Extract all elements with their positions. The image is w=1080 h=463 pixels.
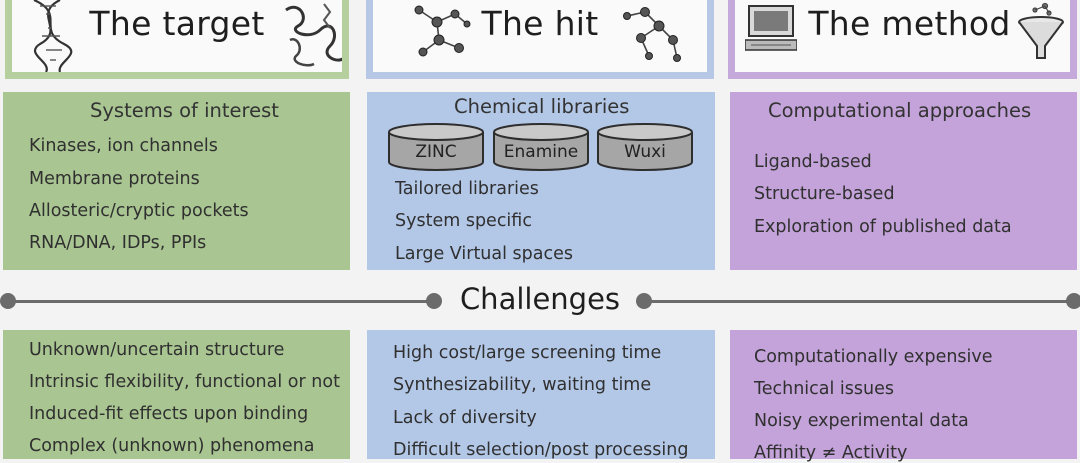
panel-method-challenges: Computationally expensive Technical issu… — [730, 330, 1077, 463]
list-item: Unknown/uncertain structure — [29, 340, 285, 360]
list-item: Structure-based — [754, 184, 895, 204]
header-target-title: The target — [89, 4, 265, 43]
panel-computational-approaches: Computational approaches Ligand-based St… — [730, 92, 1077, 270]
list-item: Complex (unknown) phenomena — [29, 436, 315, 456]
list-item: High cost/large screening time — [393, 343, 662, 363]
divider-dot-right — [1066, 293, 1080, 309]
database-cylinder-icon — [597, 123, 693, 171]
divider-line-left — [8, 300, 434, 303]
divider-dot-center-left — [426, 293, 442, 309]
panel-title: Systems of interest — [90, 99, 279, 122]
list-item: Difficult selection/post processing — [393, 440, 689, 460]
dna-icon — [33, 0, 73, 72]
library-label-wuxi: Wuxi — [624, 142, 666, 162]
header-hit: The hit — [366, 0, 714, 79]
challenges-heading: Challenges — [459, 282, 621, 316]
list-item: Affinity ≠ Activity — [754, 443, 908, 463]
list-item: Technical issues — [754, 379, 894, 399]
database-cylinder-icon — [388, 123, 484, 171]
list-item: Lack of diversity — [393, 408, 537, 428]
panel-title: Computational approaches — [768, 99, 1032, 122]
molecule-icon — [414, 5, 471, 57]
list-item: Kinases, ion channels — [29, 136, 218, 156]
list-item: Membrane proteins — [29, 169, 200, 189]
library-label-zinc: ZINC — [415, 142, 457, 162]
list-item: Intrinsic flexibility, functional or not — [29, 372, 340, 392]
list-item: Allosteric/cryptic pockets — [29, 201, 249, 221]
panel-systems-of-interest: Systems of interest Kinases, ion channel… — [3, 92, 350, 270]
header-hit-title: The hit — [481, 4, 599, 43]
panel-chemical-libraries: Chemical libraries ZINC Enamine Wuxi Tai… — [367, 92, 715, 270]
panel-title: Chemical libraries — [454, 95, 630, 118]
header-method: The method — [728, 0, 1077, 79]
list-item: RNA/DNA, IDPs, PPIs — [29, 233, 207, 253]
panel-hit-challenges: High cost/large screening time Synthesiz… — [367, 330, 715, 460]
list-item: Synthesizability, waiting time — [393, 375, 652, 395]
molecule-icon — [623, 7, 681, 62]
list-item: Computationally expensive — [754, 347, 993, 367]
protein-ribbon-icon — [285, 3, 342, 67]
database-cylinder-icon — [493, 123, 589, 171]
computer-icon — [745, 5, 797, 51]
header-method-title: The method — [808, 4, 1011, 43]
list-item: Large Virtual spaces — [395, 244, 573, 264]
panel-target-challenges: Unknown/uncertain structure Intrinsic fl… — [3, 330, 350, 459]
header-target: The target — [5, 0, 349, 79]
list-item: Exploration of published data — [754, 217, 1012, 237]
list-item: System specific — [395, 211, 532, 231]
list-item: Induced-fit effects upon binding — [29, 404, 309, 424]
list-item: Noisy experimental data — [754, 411, 969, 431]
funnel-icon — [1018, 2, 1064, 59]
list-item: Ligand-based — [754, 152, 872, 172]
list-item: Tailored libraries — [395, 179, 539, 199]
library-label-enamine: Enamine — [503, 142, 579, 162]
divider-line-right — [644, 300, 1072, 303]
